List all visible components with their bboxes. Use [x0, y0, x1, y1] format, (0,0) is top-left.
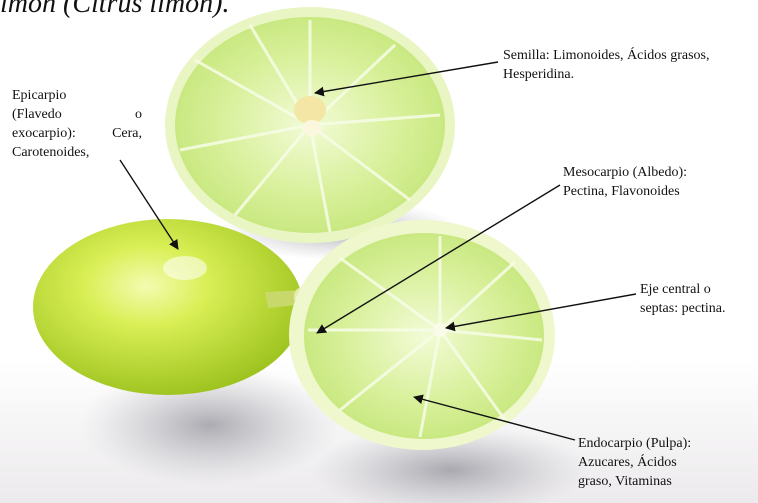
label-endocarpio: Endocarpio (Pulpa): Azucares, Ácidos gra…	[578, 434, 748, 491]
endocarpio-line2: Azucares, Ácidos	[578, 453, 748, 472]
seed-core-center	[302, 120, 322, 136]
label-mesocarpio: Mesocarpio (Albedo): Pectina, Flavonoide…	[563, 163, 753, 201]
lemon-half-right	[289, 220, 555, 450]
epicarpio-line3-end: Cera,	[112, 124, 142, 143]
semilla-line1: Semilla: Limonoides, Ácidos grasos,	[503, 46, 758, 65]
seed-core	[294, 96, 326, 124]
epicarpio-row2: (Flavedo o	[12, 105, 142, 124]
epicarpio-line2-end: o	[135, 105, 142, 124]
label-epicarpio: Epicarpio (Flavedo o exocarpio): Cera, C…	[12, 86, 142, 162]
epicarpio-line1: Epicarpio	[12, 86, 142, 105]
mesocarpio-line2: Pectina, Flavonoides	[563, 182, 753, 201]
label-semilla: Semilla: Limonoides, Ácidos grasos, Hesp…	[503, 46, 758, 84]
figure-title: imon (Citrus limon).	[0, 0, 229, 20]
eje-line2: septas: pectina.	[640, 299, 758, 318]
epicarpio-row3: exocarpio): Cera,	[12, 124, 142, 143]
epicarpio-line2: (Flavedo	[12, 105, 62, 124]
eje-line1: Eje central o	[640, 280, 758, 299]
lemon-half-top	[165, 7, 455, 243]
semilla-line2: Hesperidina.	[503, 65, 758, 84]
epicarpio-line3: exocarpio):	[12, 124, 76, 143]
epicarpio-line4: Carotenoides,	[12, 143, 142, 162]
endocarpio-line3: graso, Vitaminas	[578, 472, 748, 491]
endocarpio-line1: Endocarpio (Pulpa):	[578, 434, 748, 453]
label-eje-central: Eje central o septas: pectina.	[640, 280, 758, 318]
central-axis	[433, 323, 447, 337]
mesocarpio-line1: Mesocarpio (Albedo):	[563, 163, 753, 182]
